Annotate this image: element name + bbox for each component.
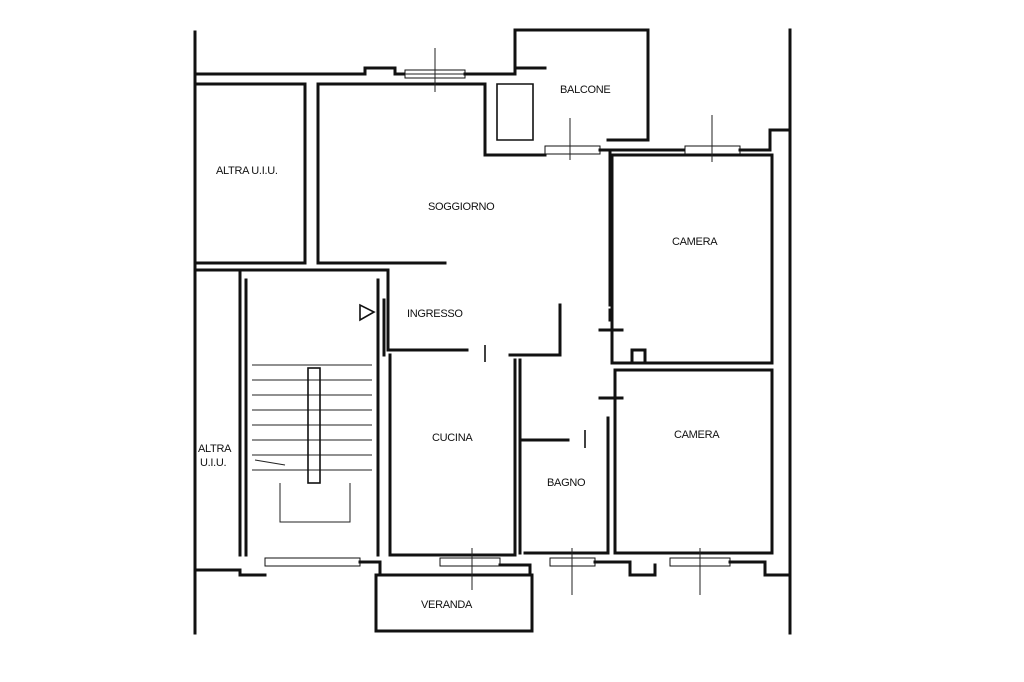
window-markers [434,48,713,595]
cucina-walls [388,353,522,557]
room-label-camera-2: CAMERA [674,429,720,441]
room-label-ingresso: INGRESSO [407,308,463,320]
room-label-balcone: BALCONE [560,84,610,96]
camera-2-walls [606,368,774,555]
room-label-veranda: VERANDA [421,599,473,611]
bottom-exterior-wall [193,557,792,577]
room-label-altra-top: ALTRA U.I.U. [216,165,278,177]
bagno-walls [518,430,610,555]
camera-1-walls [610,153,774,365]
room-label-bagno: BAGNO [547,477,586,489]
building-outline [193,28,792,635]
entrance-arrow-icon [359,303,376,322]
veranda-walls [374,573,534,633]
room-label-altra-left-1: ALTRA [198,443,232,455]
room-label-soggiorno: SOGGIORNO [428,201,495,213]
staircase [193,268,469,557]
room-label-camera-1: CAMERA [672,236,718,248]
soggiorno-walls [316,82,792,265]
corridor-walls [484,148,624,400]
room-label-cucina: CUCINA [432,432,473,444]
room-label-altra-left-2: U.I.U. [200,457,227,469]
